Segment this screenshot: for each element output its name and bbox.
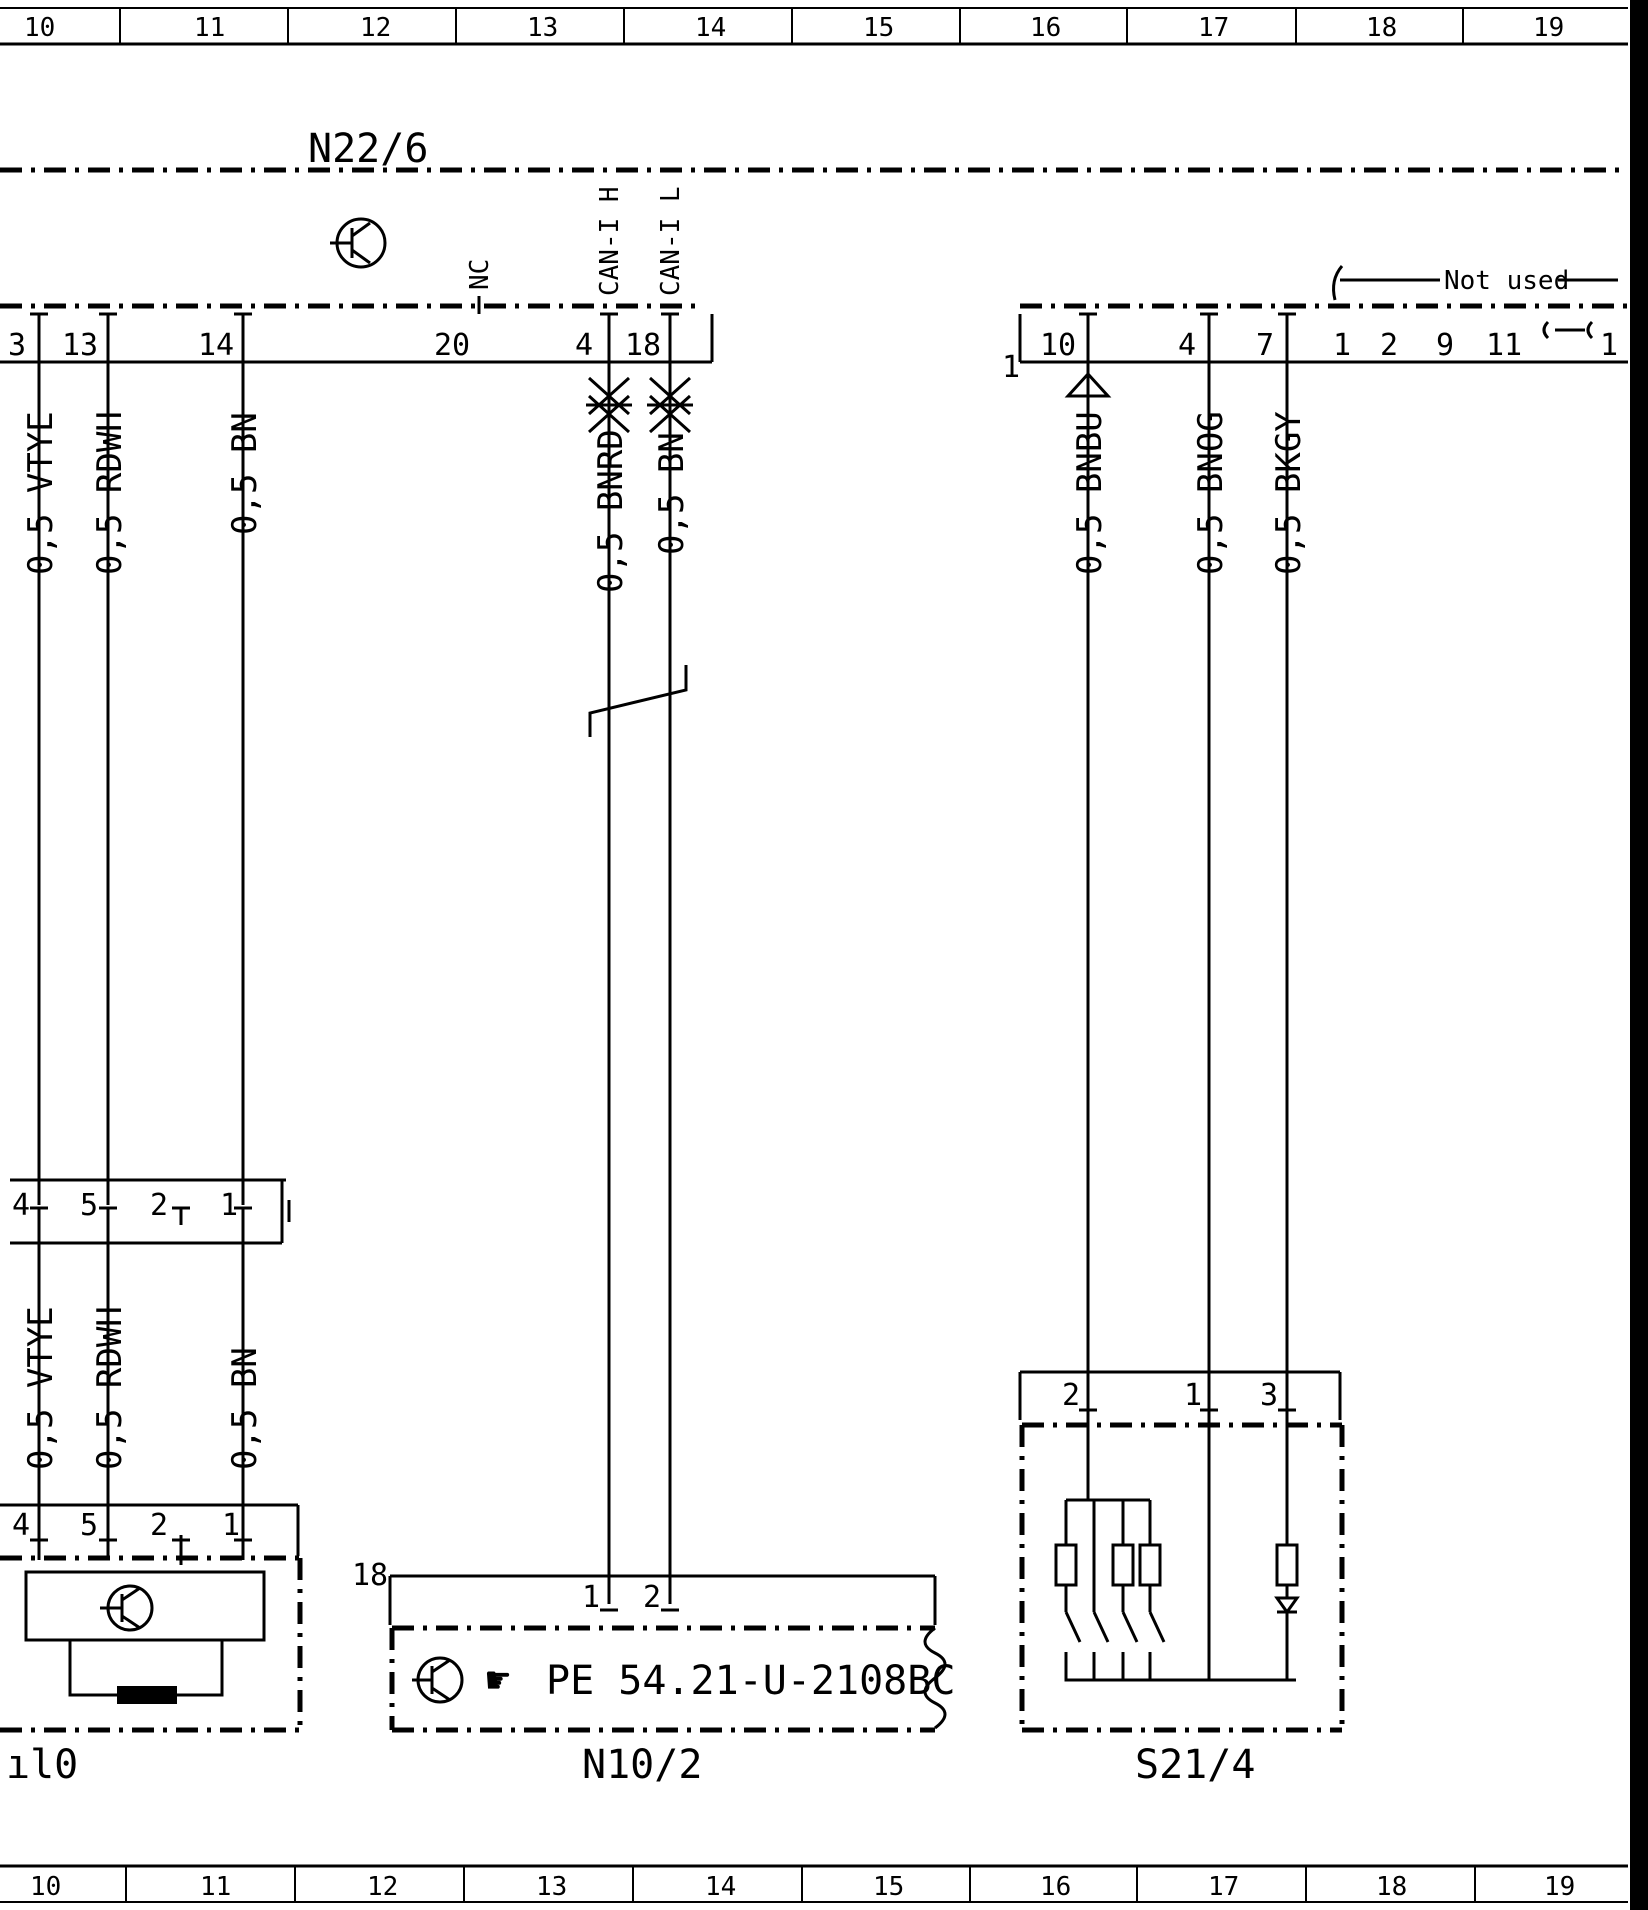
grid-bottom: 10 11 12 13 14 15 16 17 18 19	[0, 1864, 1628, 1903]
grid-bottom-17: 17	[1208, 1872, 1239, 1902]
pin-3: 3	[8, 328, 26, 363]
pin-13: 13	[62, 328, 98, 363]
resistor-icon	[1111, 1543, 1135, 1587]
a10-pin-1: 1	[222, 1508, 240, 1543]
bnbu-arrow-icon	[1064, 371, 1112, 398]
right-pin-2: 2	[1380, 328, 1398, 363]
reference-hand-icon: ☛	[486, 1658, 510, 1704]
grid-top-18: 18	[1366, 13, 1397, 43]
lower-wire-label-rdwh: 0,5 RDWH	[90, 1306, 130, 1470]
grid-top-13: 13	[527, 13, 558, 43]
right-pin-1: 1	[1333, 328, 1351, 363]
connector-left: 3 13 14 20 4 18	[0, 312, 714, 364]
led-icon	[1274, 1596, 1300, 1615]
grid-top-10: 10	[24, 13, 55, 43]
grid-top-14: 14	[695, 13, 726, 43]
lower-wire-labels: 0,5 VTYE 0,5 RDWH 0,5 BN	[21, 1306, 265, 1470]
a10-pin-5: 5	[80, 1508, 98, 1543]
resistor-icon	[1275, 1543, 1299, 1587]
n10-2-connector-label: 18	[352, 1558, 388, 1593]
grid-top-15: 15	[863, 13, 894, 43]
not-used-label: Not used	[1444, 266, 1569, 296]
s21-4-component: 2 1 3 S21/4	[1018, 1370, 1345, 1788]
right-pin-4: 4	[1178, 328, 1196, 363]
grid-bottom-19: 19	[1544, 1872, 1575, 1902]
not-used-bracket: Not used	[1332, 265, 1618, 301]
upper-wires	[37, 362, 1289, 1604]
mid-pin-4: 4	[12, 1188, 30, 1223]
right-pin-9: 9	[1436, 328, 1454, 363]
grid-bottom-16: 16	[1040, 1872, 1071, 1902]
pin-4: 4	[575, 328, 593, 363]
n10-2-component: 18 1 2 ☛ PE 54.21-U-2108BC N10/2	[352, 1558, 955, 1788]
a10-pin-2: 2	[150, 1508, 168, 1543]
a10-component: 4 5 2 1 ıl0	[0, 1503, 303, 1788]
pin-20: 20	[434, 328, 470, 363]
s21-4-pin-2: 2	[1062, 1378, 1080, 1413]
lower-wires	[37, 1208, 245, 1560]
n10-2-pin-2: 2	[643, 1580, 661, 1615]
grid-top-16: 16	[1030, 13, 1061, 43]
n22-6-label: N22/6	[308, 126, 428, 172]
grid-bottom-11: 11	[200, 1872, 231, 1902]
a10-pin-4: 4	[12, 1508, 30, 1543]
coil-icon	[117, 1686, 177, 1704]
n10-2-pin-1: 1	[582, 1580, 600, 1615]
wire-label-rdwh: 0,5 RDWH	[90, 411, 130, 575]
upper-wire-labels: 0,5 VTYE 0,5 RDWH 0,5 BN 0,5 BNRD 0,5 BN…	[21, 411, 1309, 593]
wire-label-bnbu: 0,5 BNBU	[1070, 411, 1110, 575]
page-margin-bar	[1630, 0, 1648, 1910]
grid-bottom-14: 14	[705, 1872, 736, 1902]
reference-code: PE 54.21-U-2108BC	[546, 1658, 955, 1704]
pin-14: 14	[198, 328, 234, 363]
grid-bottom-13: 13	[536, 1872, 567, 1902]
s21-4-pin-3: 3	[1260, 1378, 1278, 1413]
a10-label: ıl0	[6, 1742, 78, 1788]
mid-pin-2: 2	[150, 1188, 168, 1223]
lower-wire-label-vtye: 0,5 VTYE	[21, 1306, 61, 1470]
wire-label-bnog: 0,5 BNOG	[1191, 411, 1231, 575]
grid-top: 10 11 12 13 14 15 16 17 18 19	[0, 7, 1628, 46]
can-h-label: CAN-I H	[595, 186, 625, 296]
mid-pin-5: 5	[80, 1188, 98, 1223]
grid-bottom-12: 12	[367, 1872, 398, 1902]
grid-top-11: 11	[194, 13, 225, 43]
grid-bottom-10: 10	[30, 1872, 61, 1902]
resistor-icon	[1138, 1543, 1162, 1587]
switch-icon	[1064, 1611, 1166, 1643]
can-connector-symbols	[586, 376, 693, 737]
right-pin-10: 10	[1040, 328, 1076, 363]
connector-right: 1 10 4 7 1 2 9 11 1	[1002, 312, 1628, 385]
grid-top-12: 12	[360, 13, 391, 43]
transistor-icon	[330, 217, 387, 269]
grid-top-19: 19	[1533, 13, 1564, 43]
can-l-label: CAN-I L	[656, 186, 686, 296]
s21-4-pin-1: 1	[1184, 1378, 1202, 1413]
grid-bottom-18: 18	[1376, 1872, 1407, 1902]
wire-label-vtye: 0,5 VTYE	[21, 411, 61, 575]
lower-wire-label-bn: 0,5 BN	[225, 1347, 265, 1470]
connector-right-label: 1	[1002, 350, 1020, 385]
grid-top-17: 17	[1198, 13, 1229, 43]
wire-label-bnrd: 0,5 BNRD	[591, 429, 631, 593]
wire-label-bn-can: 0,5 BN	[652, 432, 692, 555]
resistor-icon	[1054, 1543, 1078, 1587]
right-pin-7: 7	[1256, 328, 1274, 363]
mid-pin-1: 1	[220, 1188, 238, 1223]
signal-labels: NC CAN-I H CAN-I L	[465, 186, 686, 314]
wire-label-bn: 0,5 BN	[225, 412, 265, 535]
nc-label: NC	[465, 259, 495, 290]
wire-label-bkgy: 0,5 BKGY	[1269, 411, 1309, 575]
middle-connector: 4 5 2 1	[10, 1178, 291, 1245]
right-pin-11: 11	[1486, 328, 1522, 363]
pin-18: 18	[625, 328, 661, 363]
n10-2-label: N10/2	[582, 1742, 702, 1788]
right-pin-1b: 1	[1600, 328, 1618, 363]
s21-4-label: S21/4	[1135, 1742, 1255, 1788]
grid-bottom-15: 15	[873, 1872, 904, 1902]
